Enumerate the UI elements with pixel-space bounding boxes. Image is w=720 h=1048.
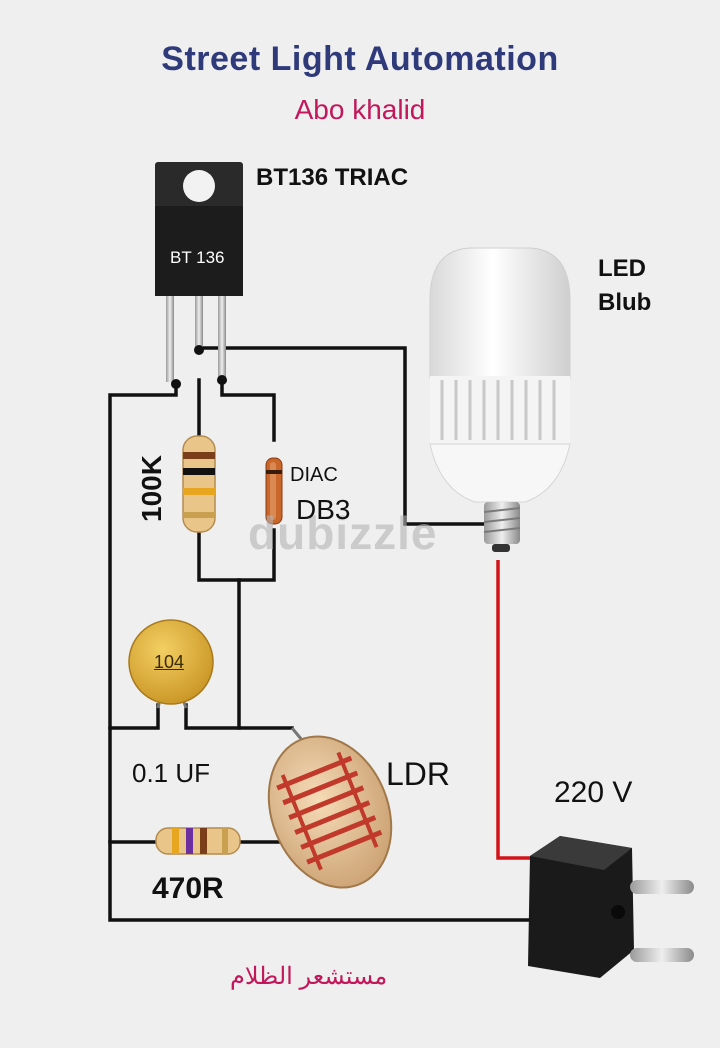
led-bulb-label-line2: Blub: [598, 289, 652, 316]
diac-part-label: DB3: [296, 494, 351, 525]
triac-mount-hole: [183, 170, 215, 202]
resistor-100k: [182, 435, 216, 533]
wire-rc-join: [197, 528, 276, 582]
watermark: dubizzle: [248, 507, 438, 559]
capacitor-104: [128, 619, 214, 709]
resistor-470r-label: 470R: [152, 872, 224, 905]
power-plug: [528, 836, 694, 978]
triac-body: [155, 206, 243, 296]
led-bulb-label-line1: LED: [598, 255, 646, 282]
triac-marking: BT 136: [170, 248, 225, 267]
diac-db3: [265, 457, 283, 525]
led-bulb-label: LED Blub: [598, 252, 651, 320]
ldr-label: LDR: [386, 756, 451, 792]
capacitor-marking: 104: [154, 652, 185, 672]
bulb-socket: [484, 502, 520, 544]
diagram-title: Street Light Automation: [161, 40, 559, 78]
footer-arabic-caption: مستشعر الظلام: [230, 963, 388, 990]
author-name: Abo khalid: [294, 94, 426, 125]
wire-triac-to-bulb: [197, 346, 490, 526]
wire-mains-red: [496, 560, 536, 860]
led-bulb: [429, 247, 571, 552]
diac-label: DIAC: [290, 464, 338, 486]
ldr-component: [267, 727, 393, 889]
resistor-100k-label: 100K: [136, 455, 167, 522]
voltage-label: 220 V: [554, 776, 633, 809]
triac-label: BT136 TRIAC: [256, 164, 409, 191]
resistor-470r: [155, 827, 241, 855]
wires: [108, 346, 532, 922]
wire-triac-to-diac: [220, 376, 276, 442]
wire-to-junction: [237, 578, 294, 730]
capacitor-label: 0.1 UF: [132, 758, 211, 788]
wire-left-bus: [108, 380, 532, 922]
wire-cap-right: [184, 703, 241, 730]
wire-cap-left: [108, 703, 160, 730]
triac-component: [155, 162, 243, 389]
